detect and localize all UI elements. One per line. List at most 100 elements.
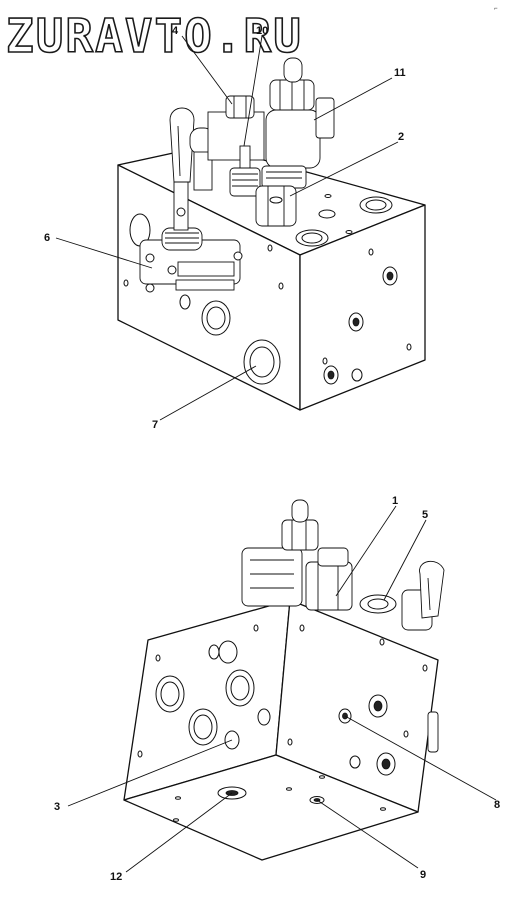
leader-1 [335,505,397,597]
callout-6: 6 [44,232,50,244]
leader-4 [181,35,233,105]
lower-check-valve-flange-inner [367,598,389,610]
solenoid-tip [283,57,303,83]
lower-left-port-3-inner [193,714,213,740]
lower-block-bottom-face [123,754,419,861]
relief-valve-nut-facets [233,96,247,118]
callout-7: 7 [152,419,158,431]
upper-top-bolt-1 [324,194,332,198]
callout-8: 8 [494,799,500,811]
lower-left-bolt-2 [253,624,259,632]
solenoid-nut-facets [279,80,305,110]
upper-right-bolt-2 [406,343,412,351]
lower-left-port-4 [218,640,238,664]
callout-9: 9 [420,869,426,881]
lower-right-bolt-4 [287,738,293,746]
callout-3: 3 [54,801,60,813]
upper-top-port-c [318,209,336,219]
lower-left-port-1-inner [160,681,180,707]
lever-valve-spool [161,227,203,251]
leader-12 [125,792,233,873]
lever-valve-screw-3 [167,265,177,275]
upper-check-valve-body [193,151,213,191]
leader-9 [316,799,419,869]
lower-valve-1-facets [317,562,339,610]
lower-valve-manifold-detail [250,559,294,589]
callout-1: 1 [392,495,398,507]
leader-3 [67,739,233,807]
solenoid-connector [315,97,335,139]
lower-right-port-4 [349,755,361,769]
solenoid-base-thread [266,171,302,179]
valve-10-body [229,167,261,197]
callout-2: 2 [398,131,404,143]
leader-8 [344,715,497,801]
lever-valve-housing-slot [177,261,235,277]
lower-right-bolt-2 [422,664,428,672]
upper-right-port-1-inner [386,271,394,281]
relief-valve-base [207,111,265,161]
leader-7 [159,365,257,421]
upper-left-bolt-3 [278,282,284,290]
lever-valve-plate [175,279,235,291]
lever-valve-thread [165,232,199,244]
lower-left-port-5 [208,644,220,660]
upper-valve-block-view: 4 10 11 2 6 7 [44,25,426,431]
callout-4: 4 [172,25,179,37]
lower-left-bolt-1 [155,654,161,662]
upper-right-bolt-1 [368,248,374,256]
lower-bottom-bolt-1 [175,796,181,800]
upper-left-bolt-2 [267,244,273,252]
valve-10-stem [239,145,251,171]
leader-11 [313,77,393,121]
leader-5 [383,519,427,601]
lower-lever-handle-shade [427,577,431,611]
lower-bottom-bolt-5 [380,807,386,811]
lower-left-bolt-3 [137,750,143,758]
lower-right-side-fitting [427,711,439,753]
valve-2-facets [267,186,285,226]
upper-right-port-3-inner [327,370,335,380]
callout-11: 11 [394,67,406,79]
upper-left-port-mid-inner [206,306,226,330]
lever-handle-shade [177,125,181,177]
upper-left-bolt-1 [123,279,129,287]
lower-valve-block-view: 1 5 3 8 12 9 [54,495,500,883]
upper-left-port-small [179,294,191,310]
lower-right-bolt-3 [403,730,409,738]
solenoid-base [261,165,307,189]
lever-pin [176,207,186,217]
lower-solenoid-tip [291,499,309,523]
upper-top-port-a-inner [365,199,387,211]
upper-right-port-2-inner [352,317,360,327]
lower-valve-manifold [241,547,303,607]
upper-left-port-large-inner [249,346,275,378]
lever-valve-screw-4 [233,251,243,261]
lower-left-port-6 [257,708,271,726]
lower-right-port-1-inner [373,700,383,712]
upper-top-port-b-inner [301,232,323,244]
corner-mark: ⌐ [494,6,498,12]
upper-block-right-face [299,204,426,411]
upper-right-bolt-3 [322,357,328,365]
valve-2-body [255,185,297,227]
lower-bottom-bolt-3 [319,775,325,779]
lower-valve-1-body [305,561,353,611]
lower-right-port-2-inner [381,758,391,770]
callout-12: 12 [110,871,122,883]
upper-top-bolt-2 [345,230,353,234]
leader-6 [55,237,153,269]
lever-valve-screw-1 [145,253,155,263]
lever-valve-screw-2 [145,283,155,293]
lower-solenoid-nut [281,519,319,551]
lower-bottom-bolt-2 [286,787,292,791]
valve-10-thread [232,173,258,187]
callout-10: 10 [256,25,268,37]
lower-right-bolt-5 [299,624,305,632]
lower-bottom-bolt-4 [173,818,179,822]
lever-handle [169,107,195,183]
lower-solenoid-nut-facets [291,520,307,550]
callout-5: 5 [422,509,428,521]
leader-10 [243,35,263,147]
